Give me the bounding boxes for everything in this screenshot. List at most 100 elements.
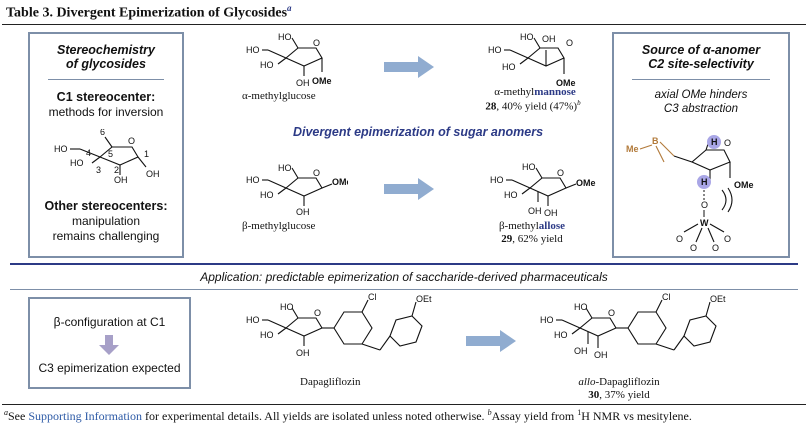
stereo-divider: [48, 79, 164, 80]
r2-ho-mid: HO: [246, 175, 260, 185]
numbered-c1: 1: [144, 149, 149, 159]
r1p-ome: OMe: [556, 78, 576, 88]
allose-prefix: β-methyl: [498, 220, 539, 232]
row2-arrow: [384, 178, 434, 200]
compound-29: 29: [501, 233, 513, 245]
allo-yield: , 37% yield: [599, 389, 650, 401]
beta-configuration-text: β-configuration at C1: [53, 315, 166, 329]
application-rule-bottom: [10, 289, 798, 290]
supporting-information-link[interactable]: Supporting Information: [28, 409, 142, 423]
selectivity-divider: [632, 79, 770, 80]
r2-ho-low: HO: [260, 190, 274, 200]
r2p-oh-c3: OH: [528, 206, 542, 216]
stereochemistry-box: Stereochemistry of glycosides C1 stereoc…: [28, 32, 184, 258]
boron-atom: B: [652, 136, 659, 146]
footnote-a-mark: a: [4, 408, 8, 417]
footnote-b-pre: Assay yield from: [491, 409, 578, 423]
numbered-c4: 4: [86, 148, 91, 158]
allo-dapagliflozin-label: allo-Dapagliflozin: [564, 376, 674, 388]
r1p-ho-low: HO: [502, 62, 516, 72]
r1p-ring-o: O: [566, 38, 573, 48]
drug-arrow: [466, 330, 516, 352]
beta-methylallose-label: β-methylallose: [472, 220, 592, 232]
c3-epimerization-text: C3 epimerization expected: [38, 361, 181, 375]
mannose-yield: , 40% yield (47%): [496, 100, 578, 113]
footnote-a-post: for experimental details. All yields are…: [141, 409, 488, 423]
c1-text: methods for inversion: [48, 105, 164, 119]
transition-state-structure: Me B O OMe H H O W O O O O: [626, 135, 754, 253]
allo-ethoxy: OEt: [710, 294, 726, 304]
mannose-yield-line: 28, 40% yield (47%)b: [458, 99, 608, 113]
allo-prefix: allo: [578, 376, 596, 388]
alpha-methylmannose-label: α-methylmannose: [470, 86, 600, 98]
r2p-ome: OMe: [576, 178, 596, 188]
r2-ring-o: O: [313, 168, 320, 178]
selectivity-box: Source of α-anomer C2 site-selectivity a…: [612, 32, 790, 258]
selectivity-title-2: C2 site-selectivity: [648, 57, 754, 71]
r1p-ho-mid: HO: [488, 45, 502, 55]
c2-hydrogen: H: [711, 137, 718, 147]
r2p-oh-c2: OH: [544, 208, 558, 218]
r2-oh: OH: [296, 207, 310, 216]
r1p-oh: OH: [542, 34, 556, 44]
numbered-c5: 5: [108, 149, 113, 159]
allo-rest: -Dapagliflozin: [595, 376, 660, 388]
dapagliflozin-label: Dapagliflozin: [300, 376, 361, 388]
r1-ome: OMe: [312, 76, 332, 86]
r2p-ho-low: HO: [504, 190, 518, 200]
other-text-2: remains challenging: [52, 229, 160, 243]
w-ligand-o-2: O: [724, 234, 731, 244]
numbered-ho-2: HO: [70, 158, 84, 168]
dapagliflozin-structure: HO HO HO OH O Cl OEt: [246, 292, 432, 358]
selectivity-note-1: axial OMe hinders: [654, 89, 748, 101]
dapa-ethoxy: OEt: [416, 294, 432, 304]
beta-methylglucose-label: β-methylglucose: [242, 220, 316, 232]
r1p-ho-top: HO: [520, 32, 534, 42]
allo-ring-o: O: [608, 308, 615, 318]
numbered-c6: 6: [100, 129, 105, 137]
c3-hydrogen: H: [701, 177, 708, 187]
dapa-oh: OH: [296, 348, 310, 358]
stereochemistry-box-title: Stereochemistry of glycosides: [57, 43, 155, 71]
r2p-ho-mid: HO: [490, 175, 504, 185]
beta-configuration-box: β-configuration at C1 C3 epimerization e…: [28, 297, 191, 389]
allo-ho-mid: HO: [540, 315, 554, 325]
r2-ome: OMe: [332, 177, 348, 187]
r2p-ho-top: HO: [522, 162, 536, 172]
application-rule-top: [10, 263, 798, 265]
alpha-methylglucose-structure: HO HO HO OH O OMe: [246, 32, 332, 88]
allo-oh-c3: OH: [574, 346, 588, 356]
mannose-bold: mannose: [534, 86, 576, 98]
c2-hydrogen-marker: [707, 135, 721, 149]
mannose-yield-footnote: b: [577, 99, 581, 107]
compound-28: 28: [485, 100, 497, 113]
numbered-ho-1: HO: [54, 144, 68, 154]
allo-ho-low: HO: [554, 330, 568, 340]
dapa-ho-low: HO: [260, 330, 274, 340]
dapa-ho-top: HO: [280, 302, 294, 312]
allose-yield: , 62% yield: [512, 233, 563, 245]
r1-oh: OH: [296, 78, 310, 88]
w-ligand-o-3: O: [690, 243, 697, 253]
bottom-rule: [2, 404, 806, 405]
other-text-1: manipulation: [71, 214, 141, 228]
top-rule: [2, 24, 806, 25]
w-ligand-o-1: O: [676, 234, 683, 244]
footnote-b-post: H NMR vs mesitylene.: [581, 409, 692, 423]
table-title: Table 3. Divergent Epimerization of Glyc…: [6, 3, 292, 22]
w-ligand-o-4: O: [712, 243, 719, 253]
numbered-c3: 3: [96, 165, 101, 175]
footnote-b-mark: b: [487, 408, 492, 417]
r2p-ring-o: O: [557, 168, 564, 178]
numbered-glucose-structure: 6 5 4 3 2 1 O HO HO OH OH: [54, 129, 160, 184]
alpha-methylglucose-label: α-methylglucose: [242, 90, 316, 102]
footnote-a-pre: See: [8, 409, 29, 423]
numbered-oh-1: OH: [114, 175, 128, 184]
r2-ho-top: HO: [278, 164, 292, 173]
tungsten-oxo-o: O: [701, 200, 708, 210]
ts-ring-o: O: [724, 138, 731, 148]
c3-hydrogen-marker: [697, 175, 711, 189]
tungsten-atom: W: [700, 218, 709, 228]
numbered-oh-2: OH: [146, 169, 160, 179]
dapa-ring-o: O: [314, 308, 321, 318]
